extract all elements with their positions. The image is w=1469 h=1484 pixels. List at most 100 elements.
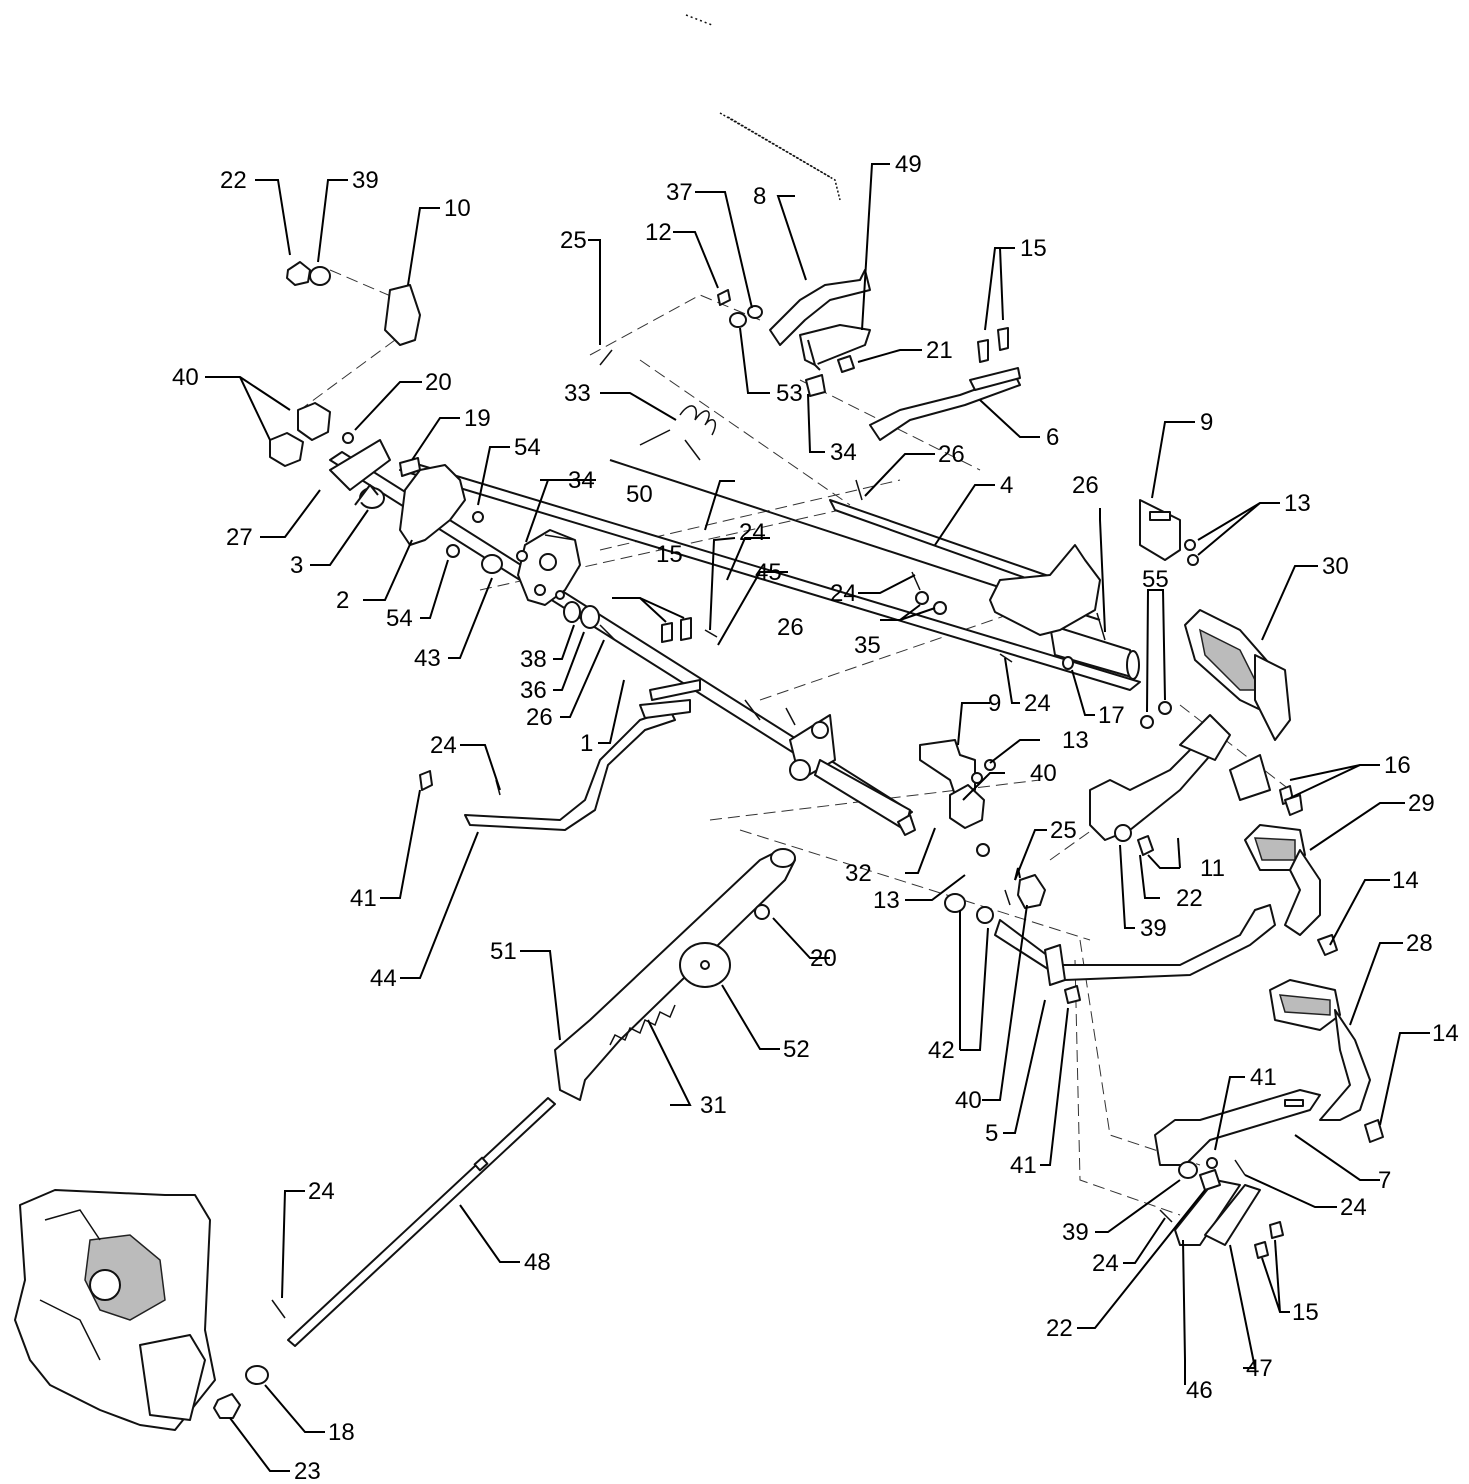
callout-48: 48: [524, 1249, 551, 1276]
callout-41-a: 41: [1010, 1152, 1037, 1179]
callout-8: 8: [753, 183, 766, 210]
callout-41-c: 41: [350, 885, 377, 912]
callout-32: 32: [845, 860, 872, 887]
foot-pad-28: [1269, 979, 1371, 1121]
callout-24-a: 24: [739, 519, 766, 546]
pedal-rod-5: [994, 904, 1276, 986]
callout-27: 27: [226, 524, 253, 551]
callout-18: 18: [328, 1419, 355, 1446]
callout-22-b: 22: [1176, 885, 1203, 912]
callout-4: 4: [1000, 472, 1013, 499]
callout-24-c: 24: [1024, 690, 1051, 717]
callout-labels: 22 39 10 40 20 19 54 34 50 27 3 2 54 43 …: [172, 151, 1459, 1484]
disc-52: [679, 942, 731, 988]
callout-14-a: 14: [1392, 867, 1419, 894]
callout-25-b: 25: [1050, 817, 1077, 844]
callout-47: 47: [1246, 1355, 1273, 1382]
cam-plate: [517, 529, 581, 606]
callout-40-c: 40: [955, 1087, 982, 1114]
callout-34-a: 34: [568, 467, 595, 494]
plate-9-upper: [1139, 499, 1181, 561]
lower-shaft: [329, 451, 913, 831]
callout-40-b: 40: [1030, 760, 1057, 787]
callout-26-b: 26: [938, 441, 965, 468]
callout-5: 5: [985, 1120, 998, 1147]
callout-50: 50: [626, 481, 653, 508]
callout-38: 38: [520, 646, 547, 673]
transaxle-housing: [14, 1189, 216, 1431]
foot-pad-30: [1184, 609, 1291, 741]
callout-39-c: 39: [1062, 1219, 1089, 1246]
callout-1: 1: [580, 730, 593, 757]
callout-10: 10: [444, 195, 471, 222]
callout-28: 28: [1406, 930, 1433, 957]
callout-20-b: 20: [810, 945, 837, 972]
callout-29: 29: [1408, 790, 1435, 817]
callout-23: 23: [294, 1458, 321, 1484]
plate-9-lower: [919, 739, 976, 796]
callout-15-c: 15: [1292, 1299, 1319, 1326]
callout-26-c: 26: [1072, 472, 1099, 499]
callout-25-a: 25: [560, 227, 587, 254]
callout-17: 17: [1098, 702, 1125, 729]
callout-53: 53: [776, 380, 803, 407]
callout-41-b: 41: [1250, 1064, 1277, 1091]
callout-24-b: 24: [830, 580, 857, 607]
callout-31: 31: [700, 1092, 727, 1119]
callout-54-a: 54: [514, 434, 541, 461]
callout-9-a: 9: [1200, 409, 1213, 436]
callout-26-d: 26: [777, 614, 804, 641]
callout-35: 35: [854, 632, 881, 659]
foot-pad-29: [1244, 824, 1321, 936]
callout-55: 55: [1142, 566, 1169, 593]
callout-21: 21: [926, 337, 953, 364]
callout-34-b: 34: [830, 439, 857, 466]
bellcrank-plate: [329, 439, 466, 546]
rod-48: [287, 1097, 556, 1347]
callout-39-a: 39: [352, 167, 379, 194]
callout-15-a: 15: [656, 541, 683, 568]
callout-26-a: 26: [526, 704, 553, 731]
callout-37: 37: [666, 179, 693, 206]
callout-52: 52: [783, 1036, 810, 1063]
end-18: [245, 1365, 269, 1385]
small-hardware: [269, 261, 1384, 1319]
callout-13-b: 13: [1062, 727, 1089, 754]
callout-36: 36: [520, 677, 547, 704]
callout-2: 2: [336, 587, 349, 614]
callout-6: 6: [1046, 424, 1059, 451]
callout-24-g: 24: [308, 1178, 335, 1205]
arm-7: [1154, 1089, 1321, 1166]
callout-13-c: 13: [873, 887, 900, 914]
callout-leaders: [205, 163, 1430, 1472]
rod-44: [464, 699, 691, 831]
callout-19: 19: [464, 405, 491, 432]
callout-15-b: 15: [1020, 235, 1047, 262]
callout-7: 7: [1378, 1167, 1391, 1194]
callout-22-a: 22: [220, 167, 247, 194]
callout-13-a: 13: [1284, 490, 1311, 517]
callout-12: 12: [645, 219, 672, 246]
callout-3: 3: [290, 552, 303, 579]
callout-49: 49: [895, 151, 922, 178]
callout-33: 33: [564, 380, 591, 407]
callout-44: 44: [370, 965, 397, 992]
bracket-6: [869, 367, 1021, 441]
callout-9-b: 9: [988, 690, 1001, 717]
callout-22-c: 22: [1046, 1315, 1073, 1342]
callout-24-d: 24: [1340, 1194, 1367, 1221]
callout-24-f: 24: [430, 732, 457, 759]
callout-40-a: 40: [172, 364, 199, 391]
callout-39-b: 39: [1140, 915, 1167, 942]
torsion-spring: [639, 405, 717, 461]
callout-24-e: 24: [1092, 1250, 1119, 1277]
callout-16: 16: [1384, 752, 1411, 779]
callout-11: 11: [1200, 855, 1225, 882]
callout-20-a: 20: [425, 369, 452, 396]
nut-23: [213, 1393, 241, 1419]
lever-51: [554, 848, 796, 1101]
callout-42: 42: [928, 1037, 955, 1064]
callout-46: 46: [1186, 1377, 1213, 1404]
upper-arm-8: [769, 269, 871, 371]
